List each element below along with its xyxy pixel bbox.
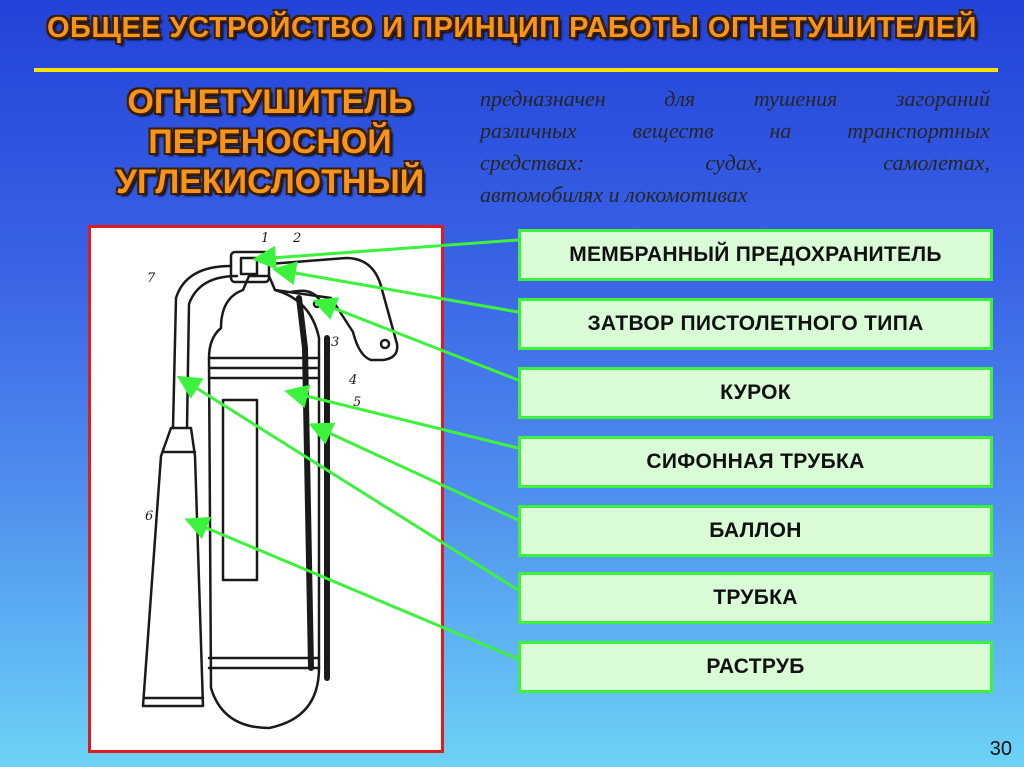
description-line-1: предназначен для тушения загораний — [480, 86, 990, 111]
part-label-trigger: КУРОК — [518, 367, 993, 419]
callout-number-7: 7 — [147, 271, 156, 286]
hose-inner-edge — [185, 274, 239, 430]
callout-number-3: 3 — [331, 335, 339, 350]
slide-title: ОБЩЕЕ УСТРОЙСТВО И ПРИНЦИП РАБОТЫ ОГНЕТУ… — [46, 12, 978, 44]
part-label-tube: ТРУБКА — [518, 572, 993, 624]
callout-number-2: 2 — [292, 231, 301, 246]
description-line-2: различных веществ на транспортных — [480, 118, 990, 143]
title-underline — [34, 68, 998, 72]
extinguisher-sketch: 1 2 3 4 5 6 7 — [141, 231, 399, 730]
hose — [171, 264, 233, 430]
callout-number-5: 5 — [353, 395, 361, 410]
part-label-pistol-valve: ЗАТВОР ПИСТОЛЕТНОГО ТИПА — [518, 298, 993, 350]
callout-number-6: 6 — [145, 509, 153, 524]
description-line-4: автомобилях и локомотивах — [480, 182, 748, 207]
part-label-cylinder: БАЛЛОН — [518, 505, 993, 557]
callout-number-4: 4 — [348, 373, 357, 388]
horn-outline — [141, 426, 205, 708]
siphon-tube — [296, 295, 314, 671]
valve-head — [229, 250, 271, 284]
subtitle-line-2: ПЕРЕНОСНОЙ — [148, 123, 392, 161]
purpose-description: предназначен для тушения загораний разли… — [480, 83, 990, 211]
page-number: 30 — [989, 738, 1012, 760]
subtitle-line-1: ОГНЕТУШИТЕЛЬ — [127, 83, 413, 121]
part-label-membrane-safety: МЕМБРАННЫЙ ПРЕДОХРАНИТЕЛЬ — [518, 229, 993, 281]
extinguisher-type-heading: ОГНЕТУШИТЕЛЬ ПЕРЕНОСНОЙ УГЛЕКИСЛОТНЫЙ — [115, 82, 425, 202]
subtitle-line-3: УГЛЕКИСЛОТНЫЙ — [115, 163, 425, 201]
part-label-siphon-tube: СИФОННАЯ ТРУБКА — [518, 436, 993, 488]
callout-number-1: 1 — [261, 231, 269, 246]
cylinder-label-panel — [221, 398, 259, 582]
part-label-horn: РАСТРУБ — [518, 641, 993, 693]
extinguisher-drawing: 1 2 3 4 5 6 7 — [88, 225, 444, 753]
description-line-3: средствах: судах, самолетах, — [480, 150, 990, 175]
